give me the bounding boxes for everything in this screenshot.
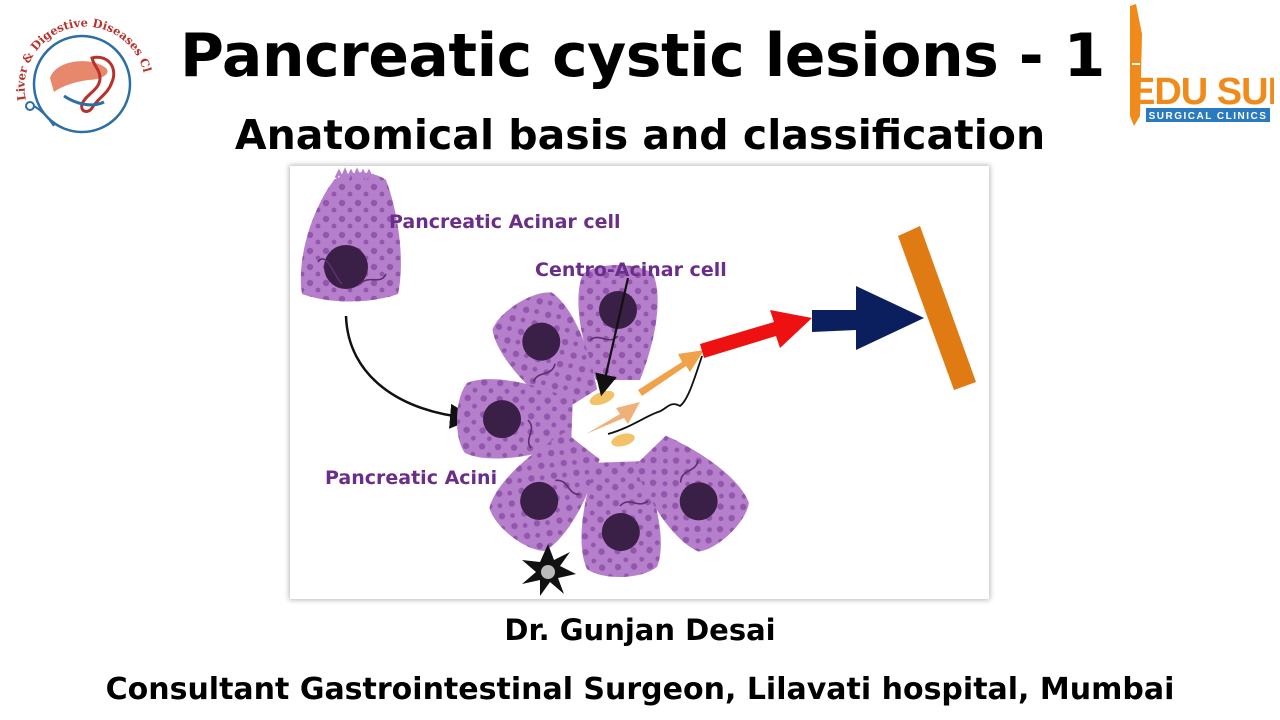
duct-arrow-orange [638,350,704,396]
curved-arrow [344,315,475,429]
bracket [607,355,703,435]
page-subtitle: Anatomical basis and classification [234,111,1046,159]
edusurg-logo: EDU SURG SURGICAL CLINICS [1130,4,1274,126]
red-arrow [700,310,812,358]
page-title: Pancreatic cystic lesions - 1 [180,21,1105,91]
label-acinar-cell: Pancreatic Acinar cell [389,211,621,233]
orange-bar [898,226,976,390]
stellate-cell [522,544,576,596]
navy-arrow [812,286,924,350]
liver-stomach-icon [50,55,116,113]
author-name: Dr. Gunjan Desai [504,613,776,647]
author-affiliation: Consultant Gastrointestinal Surgeon, Lil… [105,672,1175,707]
label-pancreatic-acini: Pancreatic Acini [325,467,497,489]
centro-acinar-pointer [595,277,630,397]
pencil-icon [1130,4,1142,126]
svg-text:EDU SURG: EDU SURG [1130,71,1274,113]
clinic-logo: Liver & Digestive Diseases Clinic [4,8,154,134]
label-centro-acinar-cell: Centro-Acinar cell [535,259,727,281]
acini-diagram: Pancreatic Acinar cell Centro-Acinar cel… [290,166,989,599]
svg-text:SURGICAL CLINICS: SURGICAL CLINICS [1149,111,1268,122]
svg-text:Liver & Digestive Diseases Cli: Liver & Digestive Diseases Clinic [4,8,154,102]
acinar-cell [300,167,401,302]
duct-arrow-light [586,402,640,434]
